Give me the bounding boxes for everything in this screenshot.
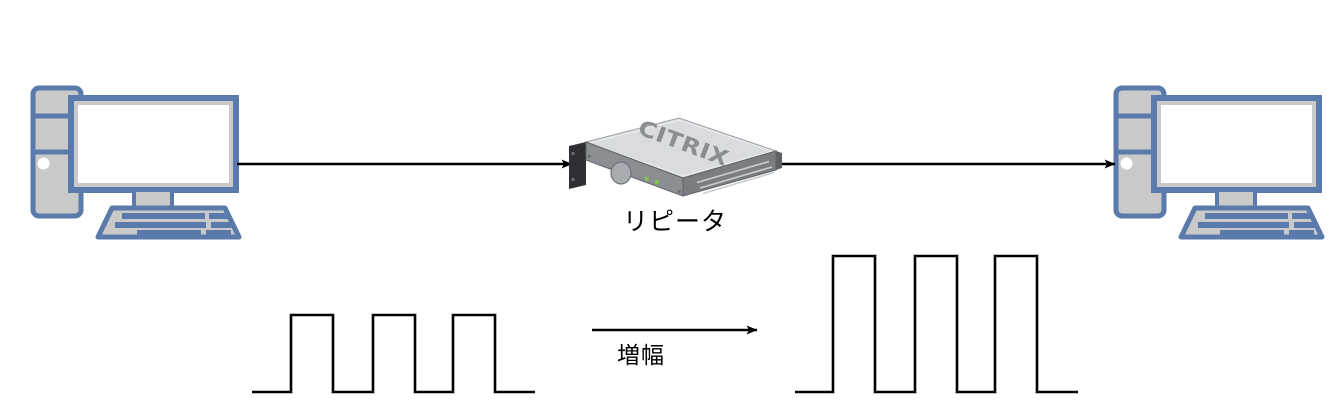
appliance-left-ear <box>569 142 586 189</box>
tower-power-button <box>1120 157 1133 170</box>
appliance-vent-line <box>696 160 770 184</box>
computer-monitor-right <box>1151 95 1322 211</box>
appliance-ear-screw <box>571 152 575 155</box>
repeater-device: CITRIX <box>569 116 782 197</box>
appliance-status-led <box>645 176 649 181</box>
appliance-front-screw <box>588 155 591 158</box>
keyboard-key-row <box>1205 213 1288 219</box>
client-computer-right <box>1113 85 1325 240</box>
keyboard-key-row <box>122 213 205 219</box>
keyboard-key-block <box>206 230 231 235</box>
appliance-ear-screw <box>571 178 575 181</box>
keyboard-key-block <box>1289 230 1314 235</box>
appliance-front-trim <box>585 159 684 197</box>
signal-before-waveform <box>252 313 535 394</box>
keyboard-key-block <box>209 213 230 219</box>
tower-power-button <box>37 157 50 170</box>
monitor-screen <box>78 105 229 183</box>
keyboard-spacebar <box>1220 230 1284 236</box>
signal-after-path <box>795 254 1078 394</box>
appliance-front-screw <box>678 190 681 193</box>
signal-before-path <box>252 313 535 394</box>
client-computer-left <box>30 85 242 240</box>
computer-keyboard-left <box>95 205 242 240</box>
keyboard-key-block <box>1294 222 1316 228</box>
appliance-status-led <box>655 180 659 185</box>
computer-monitor-left <box>68 95 239 211</box>
keyboard-spacebar <box>137 230 201 236</box>
keyboard-key-row <box>1198 222 1289 228</box>
keyboard-key-block <box>211 222 233 228</box>
appliance-power-dial <box>610 161 632 185</box>
signal-after-waveform <box>795 254 1078 394</box>
repeater-label-wrapper: リピータ <box>0 209 1342 234</box>
keyboard-key-row <box>115 222 206 228</box>
monitor-screen <box>1161 105 1312 183</box>
keyboard-key-block <box>1292 213 1313 219</box>
appliance-vent-line <box>699 166 773 189</box>
appliance-right-ear <box>776 151 782 170</box>
appliance-vent-line <box>702 171 775 195</box>
amplify-label: 増幅 <box>617 343 665 369</box>
appliance-top-bevel <box>587 119 774 177</box>
computer-keyboard-right <box>1178 205 1325 240</box>
repeater-label: リピータ <box>622 207 727 236</box>
